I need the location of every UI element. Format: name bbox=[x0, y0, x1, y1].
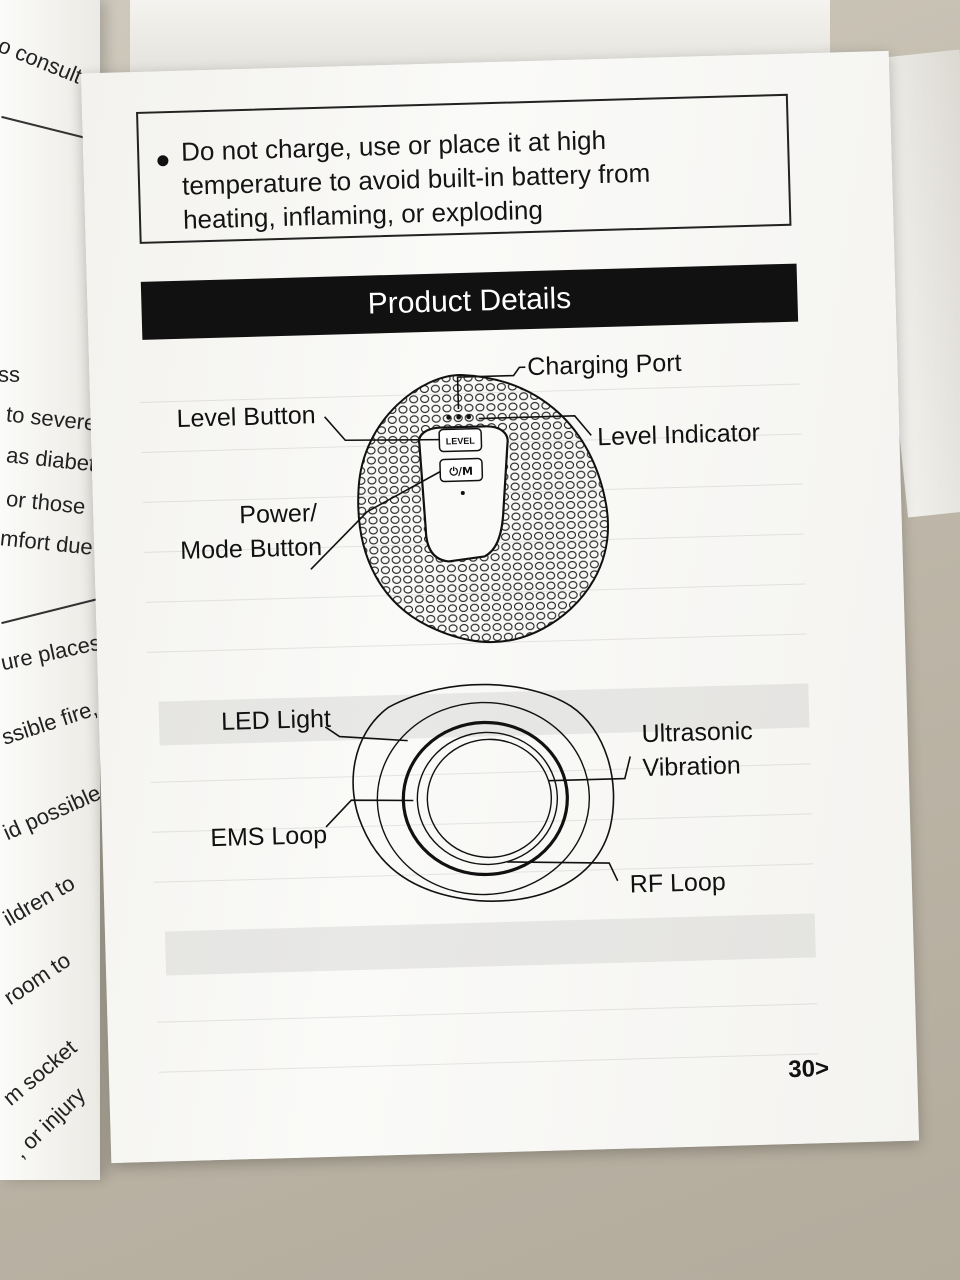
ultrasonic-plate bbox=[426, 738, 553, 859]
rf-loop bbox=[401, 720, 569, 877]
left-fragment: ssible fire, bbox=[0, 695, 100, 750]
device-bottom-view bbox=[352, 683, 615, 902]
left-fragment: ure places bbox=[0, 629, 100, 676]
page-number: 30> bbox=[787, 1054, 830, 1084]
divider bbox=[1, 597, 99, 625]
ultrasonic-label-line1: Ultrasonic bbox=[641, 717, 753, 748]
indicator-dot bbox=[466, 414, 472, 420]
power-mode-button-text: ⏻/M bbox=[449, 465, 473, 479]
manual-page: Do not charge, use or place it at high t… bbox=[80, 50, 920, 1164]
left-fragment: id possible bbox=[0, 779, 100, 846]
warning-box: Do not charge, use or place it at high t… bbox=[136, 93, 792, 244]
level-button-label: Level Button bbox=[176, 401, 316, 433]
level-button-text: LEVEL bbox=[446, 436, 476, 447]
left-fragment: o consult bbox=[0, 32, 86, 89]
warning-text: Do not charge, use or place it at high t… bbox=[180, 124, 651, 235]
leader-lines-bottom bbox=[324, 726, 632, 882]
product-diagram: LEVEL ⏻/M Charging Port Level Button Lev… bbox=[176, 349, 760, 902]
left-fragment: or those bbox=[4, 485, 87, 520]
outer-contour bbox=[352, 683, 615, 902]
left-fragment: mfort due bbox=[0, 525, 95, 560]
section-title: Product Details bbox=[140, 263, 799, 340]
led-light-ring bbox=[376, 701, 591, 896]
power-mode-button[interactable] bbox=[439, 457, 484, 483]
leader-lines-top bbox=[310, 366, 592, 570]
power-mode-label-line2: Mode Button bbox=[180, 533, 322, 565]
bullet-icon bbox=[157, 155, 169, 167]
charging-port-label: Charging Port bbox=[527, 349, 682, 381]
left-fragment: ss bbox=[0, 362, 20, 387]
level-indicator-label: Level Indicator bbox=[597, 419, 760, 452]
left-fragment: to severe bbox=[4, 401, 98, 436]
ems-loop bbox=[416, 731, 559, 866]
ultrasonic-label-line2: Vibration bbox=[642, 751, 741, 782]
indicator-dot bbox=[446, 414, 452, 420]
left-fragment: ildren to bbox=[0, 870, 80, 931]
led-light-label: LED Light bbox=[221, 705, 332, 736]
level-button[interactable] bbox=[438, 427, 483, 453]
left-fragment: room to bbox=[0, 947, 75, 1010]
status-dot bbox=[460, 490, 465, 495]
device-top-view: LEVEL ⏻/M bbox=[357, 373, 609, 644]
ems-loop-label: EMS Loop bbox=[210, 821, 327, 852]
left-fragment: as diabetes bbox=[5, 442, 100, 479]
power-mode-label-line1: Power/ bbox=[239, 499, 318, 529]
rf-loop-label: RF Loop bbox=[629, 868, 726, 899]
left-page: o consult ss to severe as diabetes or th… bbox=[0, 0, 100, 1180]
indicator-dot bbox=[456, 414, 462, 420]
